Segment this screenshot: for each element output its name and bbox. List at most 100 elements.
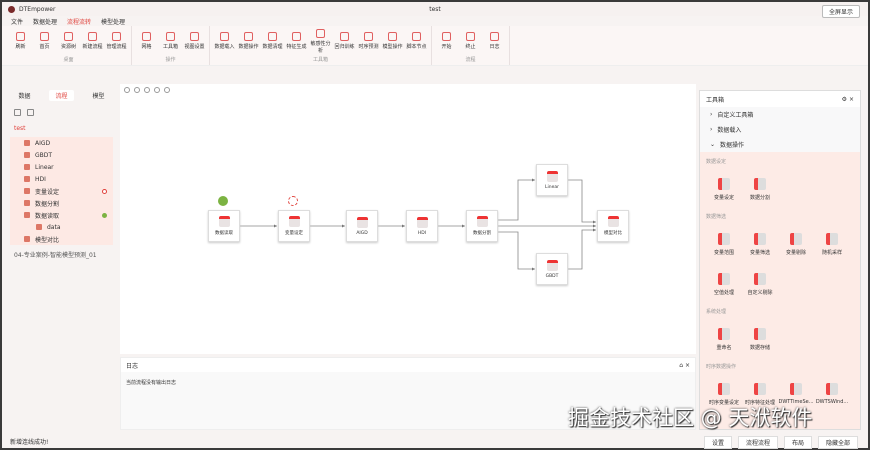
- toolbox-category[interactable]: ›自定义工具箱: [700, 107, 860, 122]
- toolbar-button[interactable]: 视图设置: [184, 32, 205, 50]
- toolbox-tool[interactable]: 随机采样: [814, 224, 850, 264]
- toolbar-button[interactable]: 回归训练: [334, 32, 355, 50]
- flow-node[interactable]: GBDT: [536, 253, 568, 285]
- tree-item[interactable]: HDI: [10, 173, 113, 185]
- toolbar-button[interactable]: 数据载入: [214, 32, 235, 50]
- toolbar-button[interactable]: 数据清理: [262, 32, 283, 50]
- toolbox-tool[interactable]: DWTTimeSe...: [778, 374, 814, 414]
- edge: [568, 228, 596, 270]
- toolbar-label: 资源树: [60, 44, 76, 50]
- bottom-button[interactable]: 布局: [783, 436, 812, 449]
- gear-icon[interactable]: ⚙: [841, 95, 848, 103]
- close-icon[interactable]: ×: [848, 95, 854, 103]
- tree-item[interactable]: 模型对比: [10, 233, 113, 245]
- toolbar-button[interactable]: 日志: [484, 32, 505, 50]
- tree-item[interactable]: 数据分割: [10, 197, 113, 209]
- toolbox-tool[interactable]: 数据存储: [742, 319, 778, 359]
- toolbar-icon: [490, 32, 499, 41]
- flow-node[interactable]: 数据读取: [208, 210, 240, 242]
- flow-node[interactable]: Linear: [536, 164, 568, 196]
- select-icon[interactable]: [124, 87, 130, 93]
- toolbar-button[interactable]: 数据操作: [238, 32, 259, 50]
- tree-item[interactable]: 变量设定: [10, 185, 113, 197]
- ribbon-group: 数据载入数据操作数据清理特征生成敏感性分析回归训练时序预测模型操作脚本节点工具箱: [210, 26, 432, 65]
- menu-item[interactable]: 文件: [11, 18, 24, 26]
- status-bar: 新增连线成功! 设置流程流程布局隐藏全部: [2, 434, 868, 449]
- left-tab[interactable]: 模型: [92, 93, 105, 100]
- fullscreen-button[interactable]: 全屏显示: [821, 5, 860, 18]
- toolbox-tool[interactable]: 变量筛选: [742, 224, 778, 264]
- toolbox-tool[interactable]: 时序变量设定: [706, 374, 742, 414]
- toolbox-tool[interactable]: 数据分割: [742, 169, 778, 209]
- tool-icon: [790, 383, 802, 395]
- project-item[interactable]: 04-专业案例-智能模型预测_01: [14, 252, 97, 259]
- tree-item[interactable]: AIGD: [10, 137, 113, 149]
- toolbar-button[interactable]: 网格: [136, 32, 157, 50]
- menu-item[interactable]: 模型处理: [101, 18, 126, 26]
- tree-item[interactable]: data: [10, 221, 113, 233]
- toolbox-section-label: 时序数据操作: [706, 364, 737, 370]
- tree-root-test[interactable]: test: [14, 125, 26, 132]
- zoom-in-icon[interactable]: [144, 87, 150, 93]
- tree-item[interactable]: 数据读取: [10, 209, 113, 221]
- tool-label: 数据存储: [749, 344, 770, 351]
- tool-icon: [718, 177, 730, 190]
- flow-node[interactable]: 模型对比: [597, 210, 629, 242]
- tree-item-label: 数据分割: [35, 200, 60, 208]
- toolbar-button[interactable]: 开始: [436, 32, 457, 50]
- toolbar-button[interactable]: 新建流程: [82, 32, 103, 50]
- zoom-out-icon[interactable]: [154, 87, 160, 93]
- toolbox-tool[interactable]: 自定义剔除: [742, 264, 778, 304]
- settings-icon[interactable]: [27, 109, 34, 116]
- toolbar-button[interactable]: 时序预测: [358, 32, 379, 50]
- toolbox-tool[interactable]: 变量范围: [706, 224, 742, 264]
- bottom-button[interactable]: 流程流程: [737, 436, 778, 449]
- tree-item[interactable]: Linear: [10, 161, 113, 173]
- close-log-icon[interactable]: ×: [684, 361, 690, 369]
- flow-node[interactable]: 变量设定: [278, 210, 310, 242]
- tree-item[interactable]: GBDT: [10, 149, 113, 161]
- toolbar-button[interactable]: 资源树: [58, 32, 79, 50]
- toolbox-tool[interactable]: 重命名: [706, 319, 742, 359]
- fit-icon[interactable]: [134, 87, 140, 93]
- toolbar-button[interactable]: 管理流程: [106, 32, 127, 50]
- clear-log-icon[interactable]: ⌂: [679, 361, 684, 369]
- toolbox-tool[interactable]: 变量剔除: [778, 224, 814, 264]
- add-flow-icon[interactable]: [14, 109, 21, 116]
- menu-item[interactable]: 数据处理: [33, 18, 58, 26]
- toolbar-button[interactable]: 脚本节点: [406, 32, 427, 50]
- toolbar-button[interactable]: 特征生成: [286, 32, 307, 50]
- ribbon-toolbar: 刷新首页资源树新建流程管理流程桌面网格工具箱视图设置操作数据载入数据操作数据清理…: [2, 26, 868, 66]
- toolbox-tool[interactable]: 变量设定: [706, 169, 742, 209]
- chevron-right-icon: ›: [710, 111, 713, 118]
- toolbox-tool[interactable]: DWTSWind...: [814, 374, 850, 414]
- toolbar-icon: [190, 32, 199, 41]
- tool-icon: [718, 232, 730, 245]
- left-tab[interactable]: 流程: [49, 90, 74, 101]
- toolbox-tool[interactable]: 空值处理: [706, 264, 742, 304]
- toolbar-button[interactable]: 工具箱: [160, 32, 181, 50]
- left-tab[interactable]: 数据: [18, 93, 31, 100]
- bottom-button[interactable]: 设置: [703, 436, 732, 449]
- bottom-button[interactable]: 隐藏全部: [817, 436, 858, 449]
- save-image-icon[interactable]: [164, 87, 170, 93]
- tree-item-label: 数据读取: [35, 212, 60, 220]
- flow-node[interactable]: 数据分割: [466, 210, 498, 242]
- toolbar-button[interactable]: 刷新: [10, 32, 31, 50]
- toolbar-button[interactable]: 模型操作: [382, 32, 403, 50]
- toolbar-button[interactable]: 首页: [34, 32, 55, 50]
- edge: [568, 179, 596, 224]
- tool-icon: [718, 327, 730, 340]
- toolbox-category[interactable]: ⌄数据操作: [700, 137, 860, 152]
- menu-item[interactable]: 流程流转: [67, 18, 92, 26]
- flow-node[interactable]: AIGD: [346, 210, 378, 242]
- tree-item-label: 变量设定: [35, 188, 60, 196]
- toolbox-category[interactable]: ›数据载入: [700, 122, 860, 137]
- toolbar-button[interactable]: 终止: [460, 32, 481, 50]
- flow-node[interactable]: HDI: [406, 210, 438, 242]
- toolbar-button[interactable]: 敏感性分析: [310, 28, 331, 54]
- toolbox-tool[interactable]: 时序特征处理: [742, 374, 778, 414]
- tool-icon: [754, 177, 766, 190]
